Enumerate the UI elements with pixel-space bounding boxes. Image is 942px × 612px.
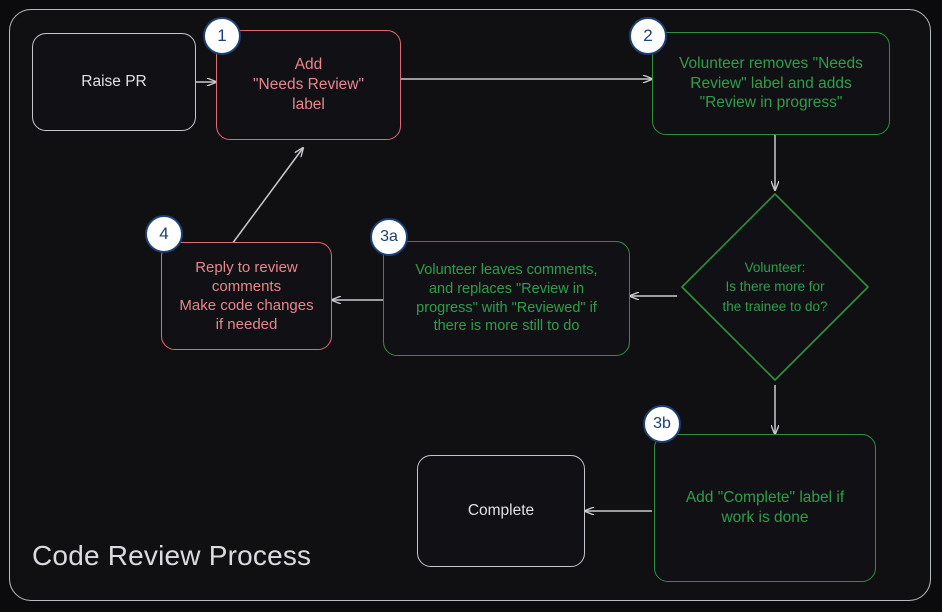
node-reply-to-review-label: Reply to review comments Make code chang… xyxy=(179,258,314,334)
node-decision[interactable]: Volunteer: Is there more for the trainee… xyxy=(678,190,872,384)
badge-step-2: 2 xyxy=(629,17,667,55)
badge-step-3b: 3b xyxy=(643,405,681,443)
node-volunteer-comments[interactable]: Volunteer leaves comments, and replaces … xyxy=(383,241,630,356)
node-volunteer-comments-label: Volunteer leaves comments, and replaces … xyxy=(415,262,598,335)
node-add-complete[interactable]: Add "Complete" label if work is done xyxy=(654,434,876,582)
decision-diamond-shape xyxy=(681,193,869,381)
diagram-title: Code Review Process xyxy=(32,540,312,571)
node-complete-label: Complete xyxy=(467,502,535,520)
badge-step-1: 1 xyxy=(203,17,241,55)
node-add-complete-label: Add "Complete" label if work is done xyxy=(685,489,845,526)
node-raise-pr[interactable]: Raise PR xyxy=(32,33,196,131)
node-add-label-label: Add "Needs Review" label xyxy=(253,56,364,113)
node-raise-pr-label: Raise PR xyxy=(81,73,147,91)
badge-step-3a: 3a xyxy=(370,218,408,256)
node-add-label[interactable]: Add "Needs Review" label xyxy=(216,30,401,140)
node-volunteer-takes[interactable]: Volunteer removes "Needs Review" label a… xyxy=(652,32,890,135)
node-complete[interactable]: Complete xyxy=(417,455,585,567)
node-reply-to-review[interactable]: Reply to review comments Make code chang… xyxy=(161,242,332,350)
node-volunteer-takes-label: Volunteer removes "Needs Review" label a… xyxy=(679,54,863,112)
badge-step-4: 4 xyxy=(145,215,183,253)
node-decision-label: Volunteer: Is there more for the trainee… xyxy=(722,259,828,314)
